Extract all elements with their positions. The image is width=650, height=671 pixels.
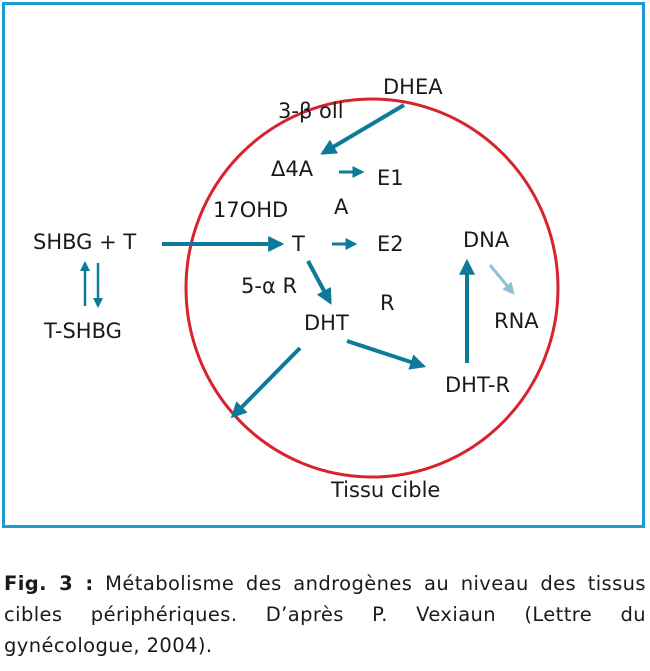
arrow-dht-out bbox=[230, 346, 302, 419]
arrow-dhea-to-delta4a bbox=[320, 103, 406, 155]
label-delta4a: Δ4A bbox=[271, 157, 314, 181]
label-dhea: DHEA bbox=[383, 75, 443, 99]
label-shbg-t: SHBG + T bbox=[33, 230, 136, 254]
label-t-shbg: T-SHBG bbox=[43, 319, 122, 343]
label-dna: DNA bbox=[463, 228, 510, 252]
figure-caption-text: Métabolisme des androgènes au niveau des… bbox=[4, 572, 646, 657]
label-dht: DHT bbox=[304, 311, 349, 335]
arrow-dht-to-dht-r bbox=[346, 339, 427, 370]
figure-frame bbox=[2, 2, 645, 528]
label-rna: RNA bbox=[494, 309, 539, 333]
label-t: T bbox=[291, 232, 305, 256]
figure-caption-label: Fig. 3 : bbox=[4, 572, 94, 595]
label-r: R bbox=[380, 291, 395, 315]
arrow-t-to-dht bbox=[306, 260, 332, 305]
label-dht-r: DHT-R bbox=[445, 373, 510, 397]
label-3-beta-oll: 3-β oll bbox=[278, 99, 344, 123]
label-e2: E2 bbox=[377, 232, 404, 256]
label-tissu-cible: Tissu cible bbox=[330, 478, 440, 502]
label-17ohd: 17OHD bbox=[213, 198, 288, 222]
arrow-dna-to-rna bbox=[488, 264, 515, 295]
label-a: A bbox=[334, 195, 349, 219]
figure-caption: Fig. 3 : Métabolisme des androgènes au n… bbox=[4, 568, 646, 661]
label-5-alpha-r: 5-α R bbox=[241, 274, 297, 298]
metabolism-diagram: DHEA 3-β oll Δ4A E1 17OHD A SHBG + T T E… bbox=[33, 75, 560, 502]
label-e1: E1 bbox=[377, 166, 404, 190]
target-tissue-circle bbox=[184, 97, 560, 479]
